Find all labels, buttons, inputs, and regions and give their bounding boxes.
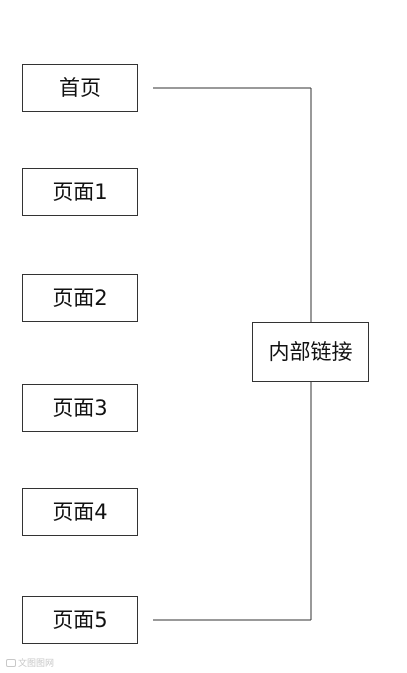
node-page-4-label: 页面4 (52, 499, 108, 524)
node-internal-links-label: 内部链接 (268, 339, 353, 364)
node-page-2-label: 页面2 (52, 285, 108, 310)
node-page-5: 页面5 (22, 596, 138, 644)
node-page-2: 页面2 (22, 274, 138, 322)
node-page-5-label: 页面5 (52, 607, 108, 632)
node-page-3-label: 页面3 (52, 395, 108, 420)
node-internal-links: 内部链接 (252, 322, 369, 382)
watermark: 文图图网 (6, 656, 54, 669)
node-page-3: 页面3 (22, 384, 138, 432)
watermark-logo-icon (6, 658, 16, 667)
watermark-text: 文图图网 (18, 659, 55, 669)
node-home: 首页 (22, 64, 138, 112)
node-page-4: 页面4 (22, 488, 138, 536)
node-page-1: 页面1 (22, 168, 138, 216)
node-home-label: 首页 (59, 75, 101, 100)
node-page-1-label: 页面1 (52, 179, 108, 204)
